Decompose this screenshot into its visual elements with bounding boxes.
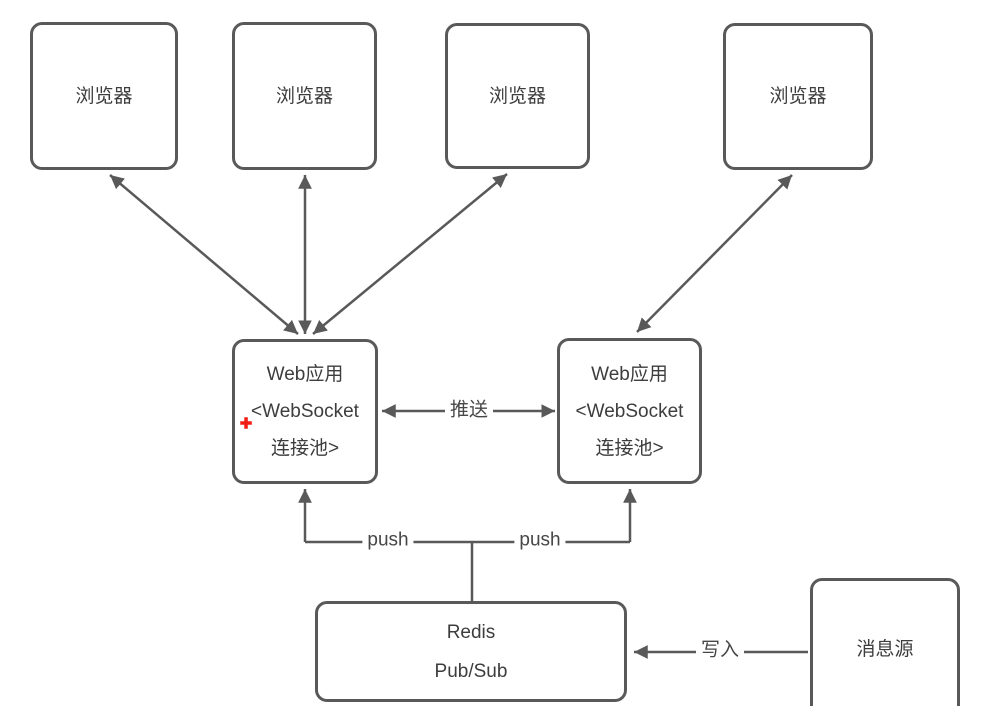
node-browser-3: 浏览器: [445, 23, 590, 169]
node-redis-line1: Redis: [446, 621, 496, 643]
node-webapp-right: Web应用 <WebSocket 连接池>: [557, 338, 702, 484]
node-browser-4: 浏览器: [723, 23, 873, 170]
node-webapp-left-line1: Web应用: [266, 364, 344, 385]
node-browser-4-label: 浏览器: [769, 86, 827, 107]
node-webapp-right-line1: Web应用: [591, 363, 668, 385]
edge-label-write: 写入: [695, 640, 745, 662]
node-redis: Redis Pub/Sub: [315, 601, 627, 702]
node-message-source-label: 消息源: [856, 638, 914, 660]
node-browser-3-label: 浏览器: [488, 85, 546, 107]
node-webapp-right-line3: 连接池>: [595, 437, 664, 459]
node-webapp-left: Web应用 <WebSocket 连接池>: [232, 339, 378, 484]
edge-browser3-webapp-left: [312, 173, 508, 335]
node-browser-1: 浏览器: [30, 22, 178, 170]
node-webapp-right-line2: <WebSocket: [575, 400, 684, 422]
node-redis-line2: Pub/Sub: [434, 660, 508, 682]
edge-browser4-webapp-right: [636, 174, 793, 333]
node-message-source: 消息源: [810, 578, 960, 706]
red-plus-marker: ✚: [239, 415, 253, 433]
node-browser-2-label: 浏览器: [275, 85, 333, 107]
edge-browser1-webapp-left: [109, 174, 299, 335]
node-browser-2: 浏览器: [232, 22, 377, 170]
node-browser-1-label: 浏览器: [75, 85, 133, 107]
edge-label-push-left: push: [362, 530, 414, 552]
node-webapp-left-line3: 连接池>: [270, 438, 340, 459]
edge-label-push-right: push: [514, 530, 566, 552]
edge-label-push-between-apps: 推送: [444, 400, 494, 422]
node-webapp-left-line2: <WebSocket: [251, 401, 359, 422]
